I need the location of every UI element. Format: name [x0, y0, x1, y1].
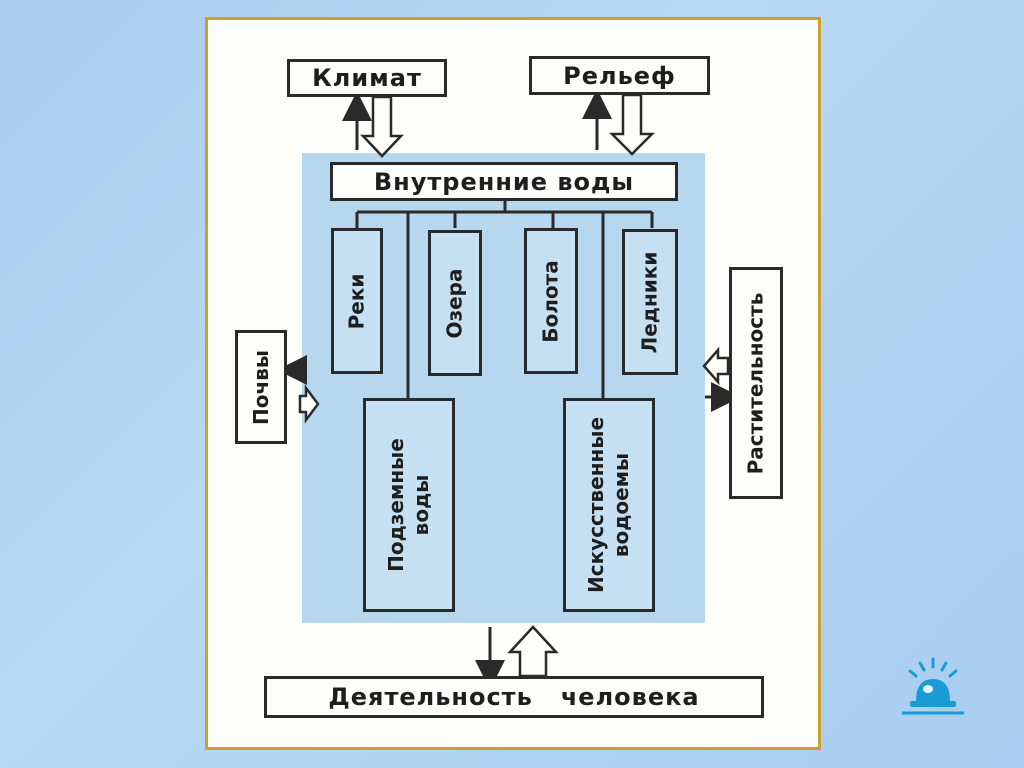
lakes-box: Озера — [428, 230, 482, 376]
glaciers-label: Ледники — [637, 251, 662, 353]
swamps-box: Болота — [524, 228, 578, 374]
inner-waters-label: Внутренние воды — [373, 167, 635, 196]
vegetation-label: Растительность — [743, 292, 768, 474]
relief-label: Рельеф — [563, 61, 676, 90]
climate-box: Климат — [287, 59, 447, 97]
climate-label: Климат — [312, 64, 422, 92]
rivers-label: Реки — [344, 273, 369, 329]
relief-box: Рельеф — [529, 56, 710, 95]
climate-down-block-arrow — [360, 95, 404, 158]
inner-waters-box: Внутренние воды — [330, 162, 678, 201]
groundwater-box: Подземные воды — [363, 398, 455, 612]
soils-label: Почвы — [248, 349, 273, 425]
rivers-box: Реки — [331, 228, 383, 374]
soils-block-arrow — [298, 384, 320, 424]
glaciers-box: Ледники — [622, 229, 678, 375]
swamps-label: Болота — [538, 259, 563, 343]
relief-down-block-arrow — [608, 93, 656, 156]
human-activity-label: Деятельность человека — [328, 683, 700, 711]
alarm-bell-icon[interactable] — [898, 655, 968, 717]
human-up-block-arrow — [507, 625, 559, 678]
vegetation-block-arrow — [702, 346, 730, 386]
reservoirs-box: Искусственные водоемы — [563, 398, 655, 612]
soils-box: Почвы — [235, 330, 287, 444]
reservoirs-label: Искусственные водоемы — [584, 416, 634, 594]
lakes-label: Озера — [442, 268, 467, 338]
human-activity-box: Деятельность человека — [264, 676, 764, 718]
groundwater-label: Подземные воды — [384, 438, 434, 572]
vegetation-box: Растительность — [729, 267, 783, 499]
